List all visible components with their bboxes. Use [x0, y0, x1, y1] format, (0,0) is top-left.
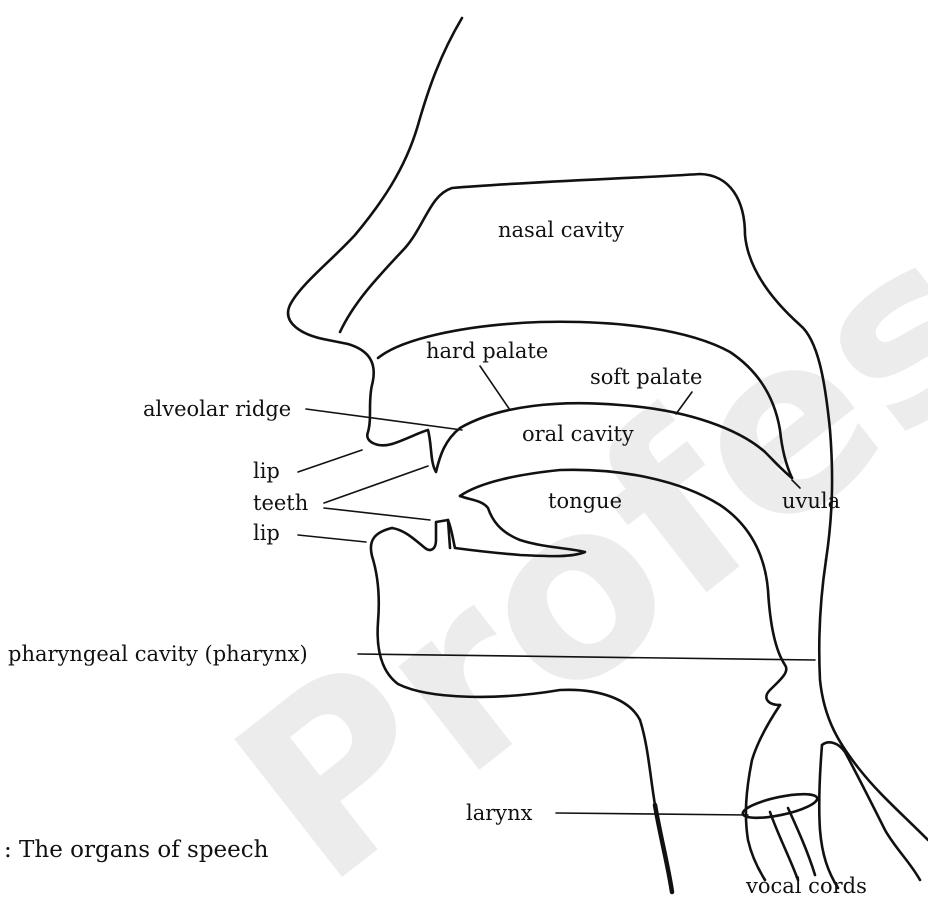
label-vocal-cords: vocal cords: [745, 874, 867, 898]
pharynx-back-wall: [819, 560, 928, 840]
label-uvula: uvula: [782, 489, 840, 513]
leader-lower-lip: [298, 535, 366, 542]
leader-alveolar-ridge: [306, 409, 462, 430]
label-larynx: larynx: [466, 801, 533, 825]
vocal-cords-ellipse: [741, 789, 819, 822]
larynx-back-wall: [819, 745, 838, 888]
label-pharynx: pharyngeal cavity (pharynx): [8, 642, 308, 666]
label-nasal-cavity: nasal cavity: [498, 218, 624, 242]
leader-teeth-upper: [324, 466, 428, 503]
leader-teeth-lower: [324, 508, 430, 520]
leader-hard-palate: [480, 366, 510, 410]
label-hard-palate: hard palate: [426, 339, 548, 363]
watermark: Professor Acc: [187, 0, 928, 899]
label-soft-palate: soft palate: [590, 365, 702, 389]
neck-front-thick: [655, 805, 672, 892]
leader-upper-lip: [298, 450, 362, 472]
label-lower-lip: lip: [253, 521, 280, 545]
figure-caption: : The organs of speech: [4, 837, 269, 863]
leader-larynx: [556, 813, 748, 815]
larynx-front-wall: [746, 705, 780, 880]
epiglottis-outline: [822, 742, 920, 880]
label-tongue: tongue: [548, 489, 622, 513]
face-profile-outline: [288, 18, 462, 445]
label-teeth: teeth: [253, 491, 308, 515]
label-alveolar-ridge: alveolar ridge: [143, 397, 291, 421]
label-upper-lip: lip: [253, 459, 280, 483]
label-oral-cavity: oral cavity: [522, 422, 634, 446]
